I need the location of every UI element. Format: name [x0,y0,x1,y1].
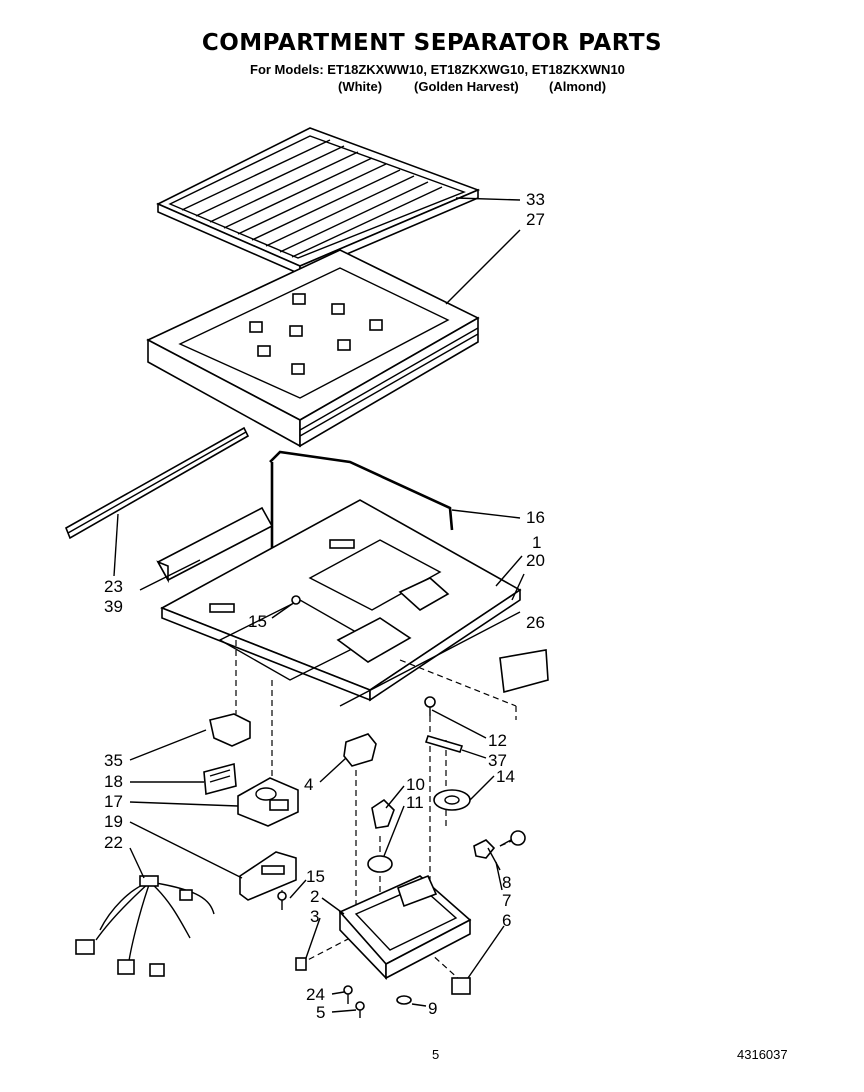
callout-14: 14 [496,767,515,786]
callout-4: 4 [304,775,313,794]
part-19-bracket [239,851,297,901]
callout-15-upper: 15 [248,612,267,631]
part-17-control-housing [237,777,299,827]
callout-17: 17 [104,792,123,811]
part-22-wire-harness [75,875,215,977]
callout-35: 35 [104,751,123,770]
callout-5: 5 [316,1003,325,1022]
callout-19: 19 [104,812,123,831]
callout-8: 8 [502,873,511,892]
models-line: For Models: ET18ZKXWW10, ET18ZKXWG10, ET… [250,62,625,77]
part-16-heater-wire [269,450,454,552]
callout-37: 37 [488,751,507,770]
part-9-washer [396,995,412,1005]
callout-10: 10 [406,775,425,794]
part-2-housing [338,874,472,980]
callout-22: 22 [104,833,123,852]
leader-lines [113,197,525,1013]
page-number: 5 [432,1047,440,1062]
color-golden-harvest: (Golden Harvest) [414,79,519,94]
callout-11: 11 [406,793,424,812]
callout-7: 7 [502,891,511,910]
callout-26: 26 [526,613,545,632]
part-18-dial [203,762,237,796]
document-number: 4316037 [737,1047,788,1062]
part-10-thermostat [371,798,395,829]
color-white: (White) [338,79,383,94]
part-6-connector [451,977,471,995]
part-23-strip [64,426,250,540]
part-27-frame [146,249,480,448]
part-39-channel [156,506,274,584]
callout-3: 3 [310,907,319,926]
callout-27: 27 [526,210,545,229]
callout-18: 18 [104,772,123,791]
part-33-grille [156,127,481,276]
part-4-damper-motor [343,733,377,767]
callout-16: 16 [526,508,545,527]
callout-24: 24 [306,985,325,1004]
callout-23: 23 [104,577,123,596]
part-3-clip [295,957,307,971]
callout-9: 9 [428,999,437,1018]
callout-1: 1 [532,533,541,552]
color-almond: (Almond) [549,79,607,94]
callout-33: 33 [526,190,545,209]
part-1-base [160,499,522,707]
part-37-shaft [424,735,464,753]
part-5-screw [355,1001,365,1018]
callout-39: 39 [104,597,123,616]
part-24-screw [343,985,353,1004]
callout-20: 20 [526,551,545,570]
part-8-bulb [499,830,526,847]
part-14-wheel [433,789,471,811]
part-15-screw-upper [291,595,301,605]
part-15-screw-lower [277,891,287,910]
part-12-screw [424,696,436,716]
callout-12: 12 [488,731,507,750]
page-title: COMPARTMENT SEPARATOR PARTS [201,30,663,56]
part-7-socket [473,839,496,859]
part-11-grommet [367,855,393,873]
callout-labels: 33 27 16 1 20 26 23 39 15 12 37 14 35 18… [104,190,545,1022]
callout-6: 6 [502,911,511,930]
part-26-bracket [499,649,549,694]
part-35-knob [209,713,251,747]
callout-15-lower: 15 [306,867,325,886]
callout-2: 2 [310,887,319,906]
